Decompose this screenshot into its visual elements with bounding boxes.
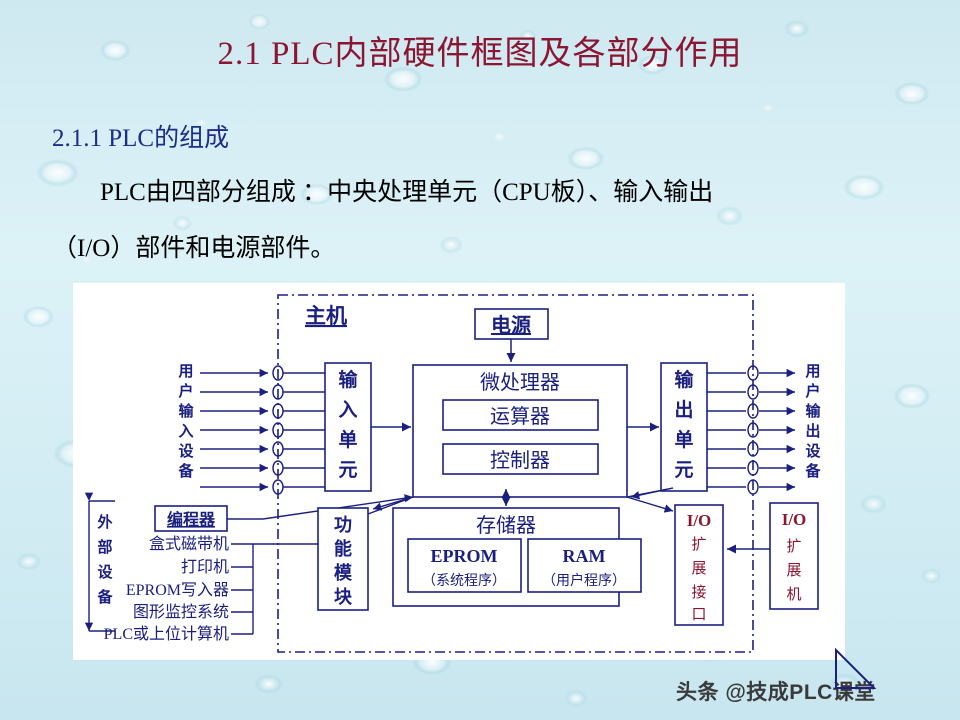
function-module-label-char4: 块 bbox=[334, 587, 353, 607]
svg-text:设: 设 bbox=[178, 443, 193, 460]
external-devices-label: 外 部 设 备 bbox=[96, 513, 113, 606]
output-terminals bbox=[707, 365, 795, 495]
svg-text:用: 用 bbox=[805, 363, 820, 380]
input-unit-label-char2: 入 bbox=[338, 399, 357, 421]
io-expansion-port-label: I/O bbox=[687, 511, 712, 530]
svg-text:入: 入 bbox=[178, 423, 193, 440]
input-terminals bbox=[200, 365, 325, 495]
cpu-box bbox=[412, 364, 628, 498]
io-expansion-unit-box bbox=[769, 502, 819, 610]
input-unit-label: 输 bbox=[338, 368, 358, 391]
alu-box bbox=[442, 399, 599, 431]
body-text-line-2: （I/O）部件和电源部件。 bbox=[52, 235, 336, 262]
svg-text:出: 出 bbox=[805, 422, 820, 440]
alu-label: 运算器 bbox=[490, 405, 550, 428]
io-expansion-port-box bbox=[674, 504, 724, 626]
function-module-label-char3: 模 bbox=[334, 562, 353, 583]
user-input-devices-label: 用 户 输 入 设 备 bbox=[177, 363, 194, 480]
page-title: 2.1 PLC内部硬件框图及各部分作用 bbox=[217, 36, 743, 72]
io-expansion-unit-label: I/O bbox=[782, 510, 807, 529]
function-module-label-char2: 能 bbox=[334, 538, 352, 559]
svg-text:户: 户 bbox=[178, 382, 193, 400]
external-devices-bracket bbox=[84, 492, 115, 632]
function-module-label: 功 bbox=[334, 515, 352, 535]
output-unit-label: 输 bbox=[674, 368, 694, 391]
io-expansion-unit-sub-char3: 机 bbox=[786, 586, 801, 603]
ram-label: RAM bbox=[563, 546, 606, 566]
io-expansion-port-sub-char1: 扩 bbox=[691, 536, 706, 553]
body-text-line-1: PLC由四部分组成 ：中央处理单元（CPU板）、输入输出 bbox=[100, 179, 714, 206]
controller-box bbox=[442, 443, 599, 475]
memory-label: 存储器 bbox=[476, 514, 536, 537]
output-unit-label-char3: 单 bbox=[674, 428, 693, 451]
external-device-item: 打印机 bbox=[181, 558, 229, 576]
mouse-cursor-icon bbox=[835, 647, 877, 689]
io-expansion-port-sub-char2: 展 bbox=[691, 561, 706, 577]
external-device-item: EPROM写入器 bbox=[126, 581, 229, 599]
svg-text:用: 用 bbox=[178, 363, 193, 380]
controller-label: 控制器 bbox=[490, 449, 550, 472]
power-label: 电源 bbox=[491, 314, 531, 337]
svg-text:输: 输 bbox=[178, 402, 194, 420]
svg-text:备: 备 bbox=[96, 588, 113, 606]
io-expansion-unit-sub-char2: 展 bbox=[786, 563, 801, 579]
output-unit-box bbox=[660, 362, 708, 492]
ram-sub-label: （用户程序） bbox=[542, 572, 626, 589]
output-unit-label-char2: 出 bbox=[674, 398, 693, 421]
io-expansion-port-sub-char3: 接 bbox=[691, 584, 706, 601]
input-unit-label-char4: 元 bbox=[338, 460, 357, 481]
section-subtitle: 2.1.1 PLC的组成 bbox=[52, 125, 230, 152]
eprom-sub-label: （系统程序） bbox=[422, 573, 506, 589]
svg-text:外: 外 bbox=[96, 513, 112, 531]
external-device-item: 图形监控系统 bbox=[133, 603, 229, 621]
host-boundary bbox=[277, 294, 754, 653]
input-unit-box bbox=[324, 362, 372, 492]
svg-text:备: 备 bbox=[177, 462, 194, 480]
external-device-item: 盒式磁带机 bbox=[149, 535, 229, 553]
external-devices-list: 盒式磁带机 打印机 EPROM写入器 图形监控系统 PLC或上位计算机 bbox=[104, 535, 229, 643]
input-unit-label-char3: 单 bbox=[338, 428, 357, 451]
function-module-box bbox=[317, 507, 369, 611]
programmer-label: 编程器 bbox=[167, 510, 216, 529]
output-unit-label-char4: 元 bbox=[674, 460, 693, 481]
host-label: 主机 bbox=[305, 304, 347, 328]
svg-text:备: 备 bbox=[804, 462, 821, 480]
io-expansion-unit-sub-char1: 扩 bbox=[786, 538, 801, 555]
svg-text:部: 部 bbox=[97, 538, 112, 556]
external-devices-bus bbox=[231, 543, 318, 635]
watermark-text: 头条 @技成PLC课堂 bbox=[676, 681, 876, 704]
svg-text:户: 户 bbox=[805, 382, 820, 400]
svg-text:输: 输 bbox=[805, 402, 821, 420]
svg-text:设: 设 bbox=[805, 443, 820, 460]
external-device-item: PLC或上位计算机 bbox=[104, 624, 229, 643]
eprom-label: EPROM bbox=[431, 546, 498, 566]
cpu-label: 微处理器 bbox=[480, 371, 560, 394]
svg-text:设: 设 bbox=[97, 564, 112, 581]
eprom-box bbox=[407, 538, 522, 593]
io-expansion-port-sub-char4: 口 bbox=[691, 607, 706, 623]
plc-block-diagram: 主机 电源 微处理器 运算器 控制器 输 入 单 元 bbox=[73, 283, 845, 660]
user-output-devices-label: 用 户 输 出 设 备 bbox=[804, 363, 821, 480]
ram-box bbox=[527, 538, 642, 593]
